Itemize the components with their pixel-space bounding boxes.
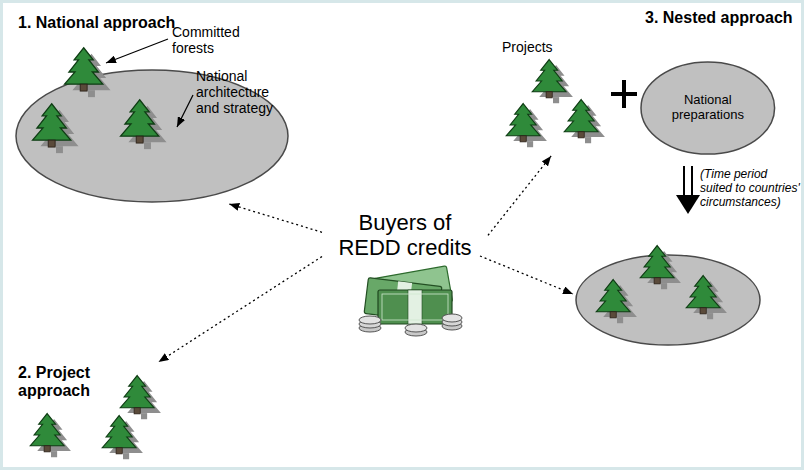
dotted-connector — [159, 257, 323, 362]
label-wrap: Committed forests — [172, 24, 254, 57]
money-icon — [359, 266, 462, 336]
leader-line — [177, 95, 193, 127]
tree-icon — [33, 104, 79, 153]
tree-icon — [640, 246, 681, 290]
node-text: Buyers of REDD credits — [330, 210, 480, 261]
tree-icon — [596, 280, 637, 324]
node-text: National preparations — [664, 93, 752, 123]
buyers-box: Buyers of REDD credits — [322, 205, 488, 266]
note-text: (Time period suited to countries' circum… — [700, 168, 800, 209]
dotted-arrow — [480, 256, 573, 294]
tree-icon — [121, 100, 167, 149]
tree-icon — [686, 276, 727, 320]
callout-label: National architecture and strategy — [196, 68, 288, 116]
tree-icon — [506, 104, 547, 148]
node-heading: Projects — [502, 39, 553, 55]
node-heading: 1. National approach — [18, 14, 175, 32]
plus-symbol — [611, 80, 637, 108]
leader-line — [106, 39, 168, 63]
label-wrap: (Time period suited to countries' circum… — [700, 168, 800, 210]
down-arrow — [676, 166, 700, 214]
node-heading: 2. Project approach — [18, 364, 130, 401]
section-heading: 3. Nested approach — [645, 9, 793, 27]
tree-icon — [102, 416, 143, 460]
national-preparations-ellipse: National preparations — [640, 61, 776, 155]
tree-icon — [65, 48, 111, 97]
ellipse-shape — [641, 62, 775, 154]
label-wrap: National architecture and strategy — [196, 68, 288, 117]
dotted-connector — [229, 204, 322, 232]
projects-group: Projects — [498, 36, 616, 156]
label-wrap: 3. Nested approach — [645, 9, 793, 27]
dotted-connector — [488, 156, 551, 235]
tree-icon — [532, 60, 573, 104]
callout-label: Committed forests — [172, 24, 254, 56]
tree-icon — [30, 414, 71, 458]
project-approach-group: 2. Project approach — [14, 362, 184, 466]
tree-icon — [120, 376, 161, 420]
tree-icon — [564, 100, 605, 144]
